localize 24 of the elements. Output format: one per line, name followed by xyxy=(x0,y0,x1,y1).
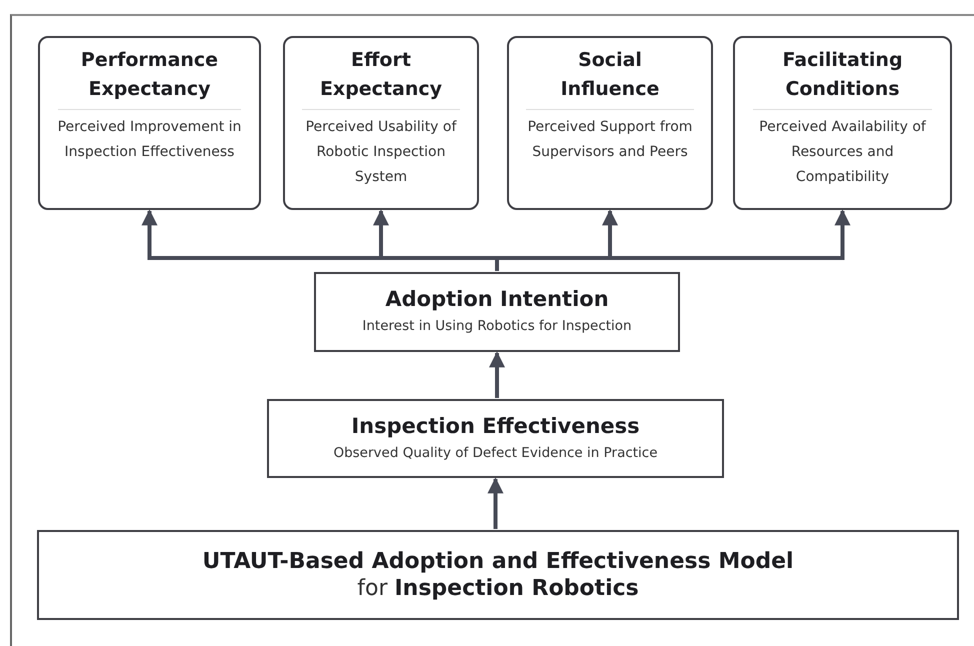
construct-box xyxy=(38,36,261,210)
process-box xyxy=(314,272,680,352)
box-heading: Social Influence xyxy=(526,46,694,110)
construct-box xyxy=(507,36,713,210)
box-description: Perceived Improvement in Inspection Effectiveness xyxy=(56,118,242,162)
box-description: Interest in Using Robotics for Inspection xyxy=(362,317,632,336)
box-description: Perceived Usability of Robotic Inspection System xyxy=(304,118,458,187)
model-title: UTAUT-Based Adoption and Effectiveness Model xyxy=(202,548,794,576)
box-description: Perceived Support from Supervisors and Peers xyxy=(526,118,694,162)
box-description: Observed Quality of Defect Evidence in Practice xyxy=(333,444,658,462)
model-box xyxy=(37,530,959,620)
arrow xyxy=(489,351,505,398)
process-box xyxy=(267,399,724,478)
arrow xyxy=(488,477,504,529)
box-heading: Performance Expectancy xyxy=(58,46,241,110)
box-description: Perceived Availability of Resources and Compatibility xyxy=(758,118,927,187)
box-heading: Facilitating Conditions xyxy=(752,46,932,110)
box-heading: Effort Expectancy xyxy=(302,46,460,110)
box-heading: Adoption Intention xyxy=(385,286,609,313)
model-subtitle: for Inspection Robotics xyxy=(357,576,639,602)
construct-box xyxy=(733,36,952,210)
construct-box xyxy=(283,36,479,210)
box-heading: Inspection Effectiveness xyxy=(351,412,640,440)
arrow xyxy=(495,209,850,271)
